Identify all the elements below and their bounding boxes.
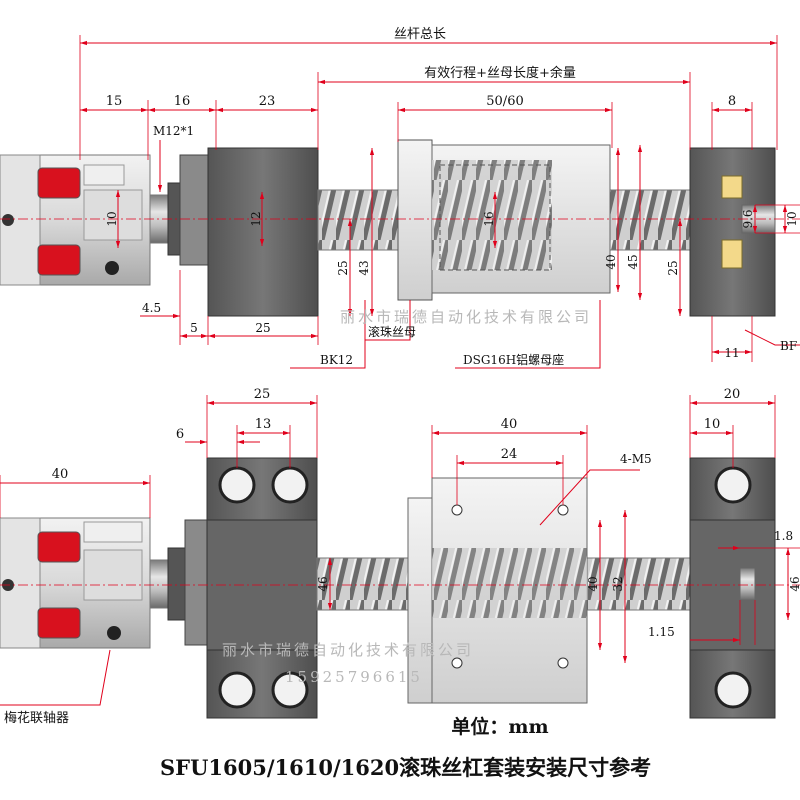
dim-40-left: 40 [52,467,69,482]
mount-hole-icon [218,671,256,709]
dim-23: 23 [259,94,276,109]
dim-50-60: 50/60 [486,94,523,109]
dim-16: 16 [174,94,191,109]
effective-stroke-label: 有效行程+丝母长度+余量 [424,65,576,81]
screw-icon [105,261,119,275]
dim-11: 11 [724,346,739,360]
dim-12: 12 [249,211,263,226]
dim-25-bottom: 25 [255,321,270,335]
bottom-view: 25 13 6 40 40 24 4-M5 20 10 46 40 32 1.8… [0,387,800,726]
dim-6: 6 [176,427,184,442]
mount-hole-icon [218,466,256,504]
dim-40: 40 [604,254,618,269]
dim-10: 10 [704,417,721,432]
watermark-phone: 15925796615 [285,668,423,686]
screw-icon [2,214,14,226]
dim-4-m5: 4-M5 [620,452,652,466]
dim-24: 24 [501,447,518,462]
dim-32: 32 [611,576,625,591]
dim-1-8: 1.8 [774,529,793,543]
mount-hole-icon [714,466,752,504]
dim-43: 43 [357,260,371,275]
page-title: SFU1605/1610/1620滚珠丝杠套装安装尺寸参考 [160,755,651,780]
coupling-label: 梅花联轴器 [4,710,69,726]
bf-label: BF [780,339,797,353]
dim-25-a: 25 [336,260,350,275]
bk12-support-block [207,147,319,317]
dim-25-b2: 25 [254,387,271,402]
dim-40-v: 40 [586,576,600,591]
total-length-label: 丝杆总长 [394,27,446,42]
dim-m12: M12*1 [153,124,194,138]
bk12-label: BK12 [320,353,353,367]
ball-nut-flange [397,139,433,301]
dim-25-b: 25 [666,260,680,275]
dim-40-nut: 40 [501,417,518,432]
dim-16-nut: 16 [482,211,496,226]
dim-46: 46 [316,576,330,591]
dim-45: 45 [626,254,640,269]
dim-15: 15 [106,94,123,109]
dim-13: 13 [255,417,272,432]
dim-10-right: 10 [785,211,799,226]
dim-20: 20 [724,387,741,402]
ball-nut-label: 滚珠丝母 [368,324,416,339]
nut-seat-label: DSG16H铝螺母座 [463,352,564,367]
dim-9-6: 9.6 [741,209,755,228]
dim-5: 5 [190,321,198,335]
top-view: 丝杆总长 有效行程+丝母长度+余量 15 16 23 50/60 8 M12*1… [0,27,800,369]
dim-46-right: 46 [788,576,800,591]
mount-hole-icon [271,466,309,504]
dim-8: 8 [728,94,736,109]
unit-label: 单位：mm [451,715,548,738]
coupling-bottom [0,517,151,649]
mount-hole-icon [714,671,752,709]
screw-icon [107,626,121,640]
watermark-company: 丽水市瑞德自动化技术有限公司 [340,308,592,326]
mount-hole-icon [271,671,309,709]
dim-4-5: 4.5 [142,301,161,315]
watermark-company-2: 丽水市瑞德自动化技术有限公司 [222,641,474,659]
dim-1-15: 1.15 [648,625,675,639]
dim-10-left: 10 [105,211,119,226]
coupling-top [0,154,151,286]
